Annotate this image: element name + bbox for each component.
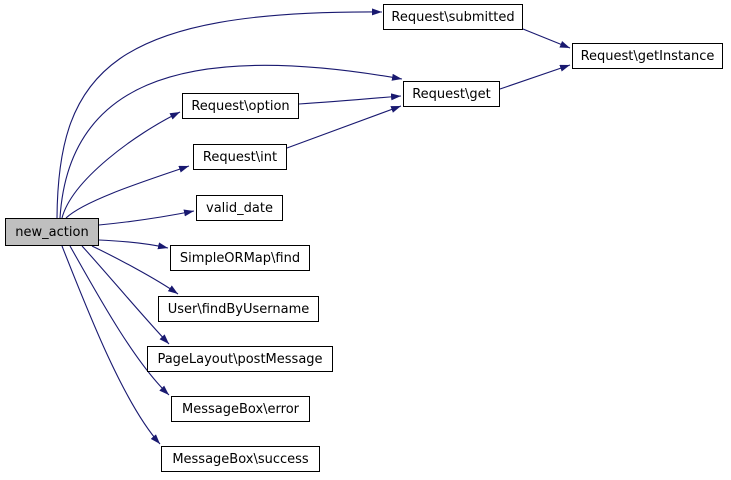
edge-new_action-to-messagebox_success <box>61 245 161 445</box>
node-request-submitted[interactable]: Request\submitted <box>383 4 523 30</box>
edge-new_action-to-messagebox_error <box>69 245 170 396</box>
node-request-int[interactable]: Request\int <box>193 144 287 170</box>
edge-request_submitted-to-request_getinstance <box>522 28 571 49</box>
node-request-option[interactable]: Request\option <box>182 93 299 119</box>
node-new_action: new_action <box>5 218 99 246</box>
edge-new_action-to-simpleormap_find <box>98 239 169 250</box>
node-user-findbyusername[interactable]: User\findByUsername <box>158 296 319 322</box>
edge-request_option-to-request_get <box>298 93 402 105</box>
node-messagebox-error[interactable]: MessageBox\error <box>171 396 310 422</box>
node-simpleormap-find[interactable]: SimpleORMap\find <box>170 245 310 271</box>
edge-new_action-to-request_int <box>65 165 190 219</box>
edge-request_int-to-request_get <box>286 105 402 149</box>
edge-new_action-to-request_get <box>59 64 403 219</box>
edge-new_action-to-pagelayout_postmessage <box>81 245 170 345</box>
edge-request_get-to-request_getinstance <box>499 64 571 90</box>
edge-new_action-to-user_findbyusername <box>91 245 179 295</box>
node-request-getinstance[interactable]: Request\getInstance <box>572 43 723 69</box>
node-valid-date[interactable]: valid_date <box>196 195 283 221</box>
edge-new_action-to-request_submitted <box>56 8 383 219</box>
node-pagelayout-postmessage[interactable]: PageLayout\postMessage <box>147 346 333 372</box>
edge-new_action-to-valid_date <box>98 209 195 226</box>
node-request-get[interactable]: Request\get <box>403 81 500 107</box>
edge-new_action-to-request_option <box>61 111 181 219</box>
node-messagebox-success[interactable]: MessageBox\success <box>161 446 320 472</box>
